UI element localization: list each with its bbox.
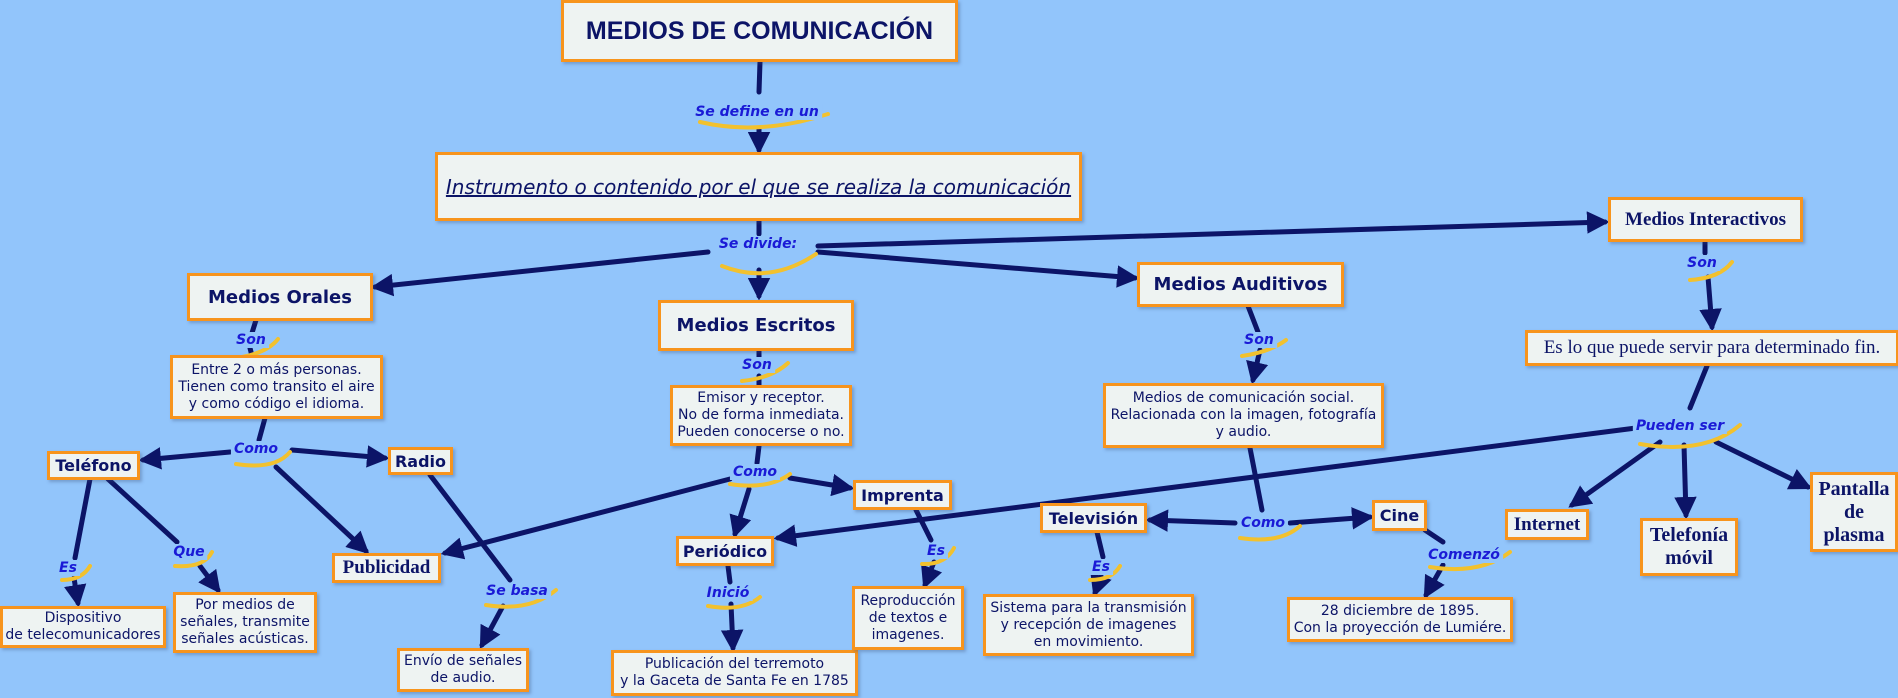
edge-divide-orales [370, 249, 711, 297]
arc-como-escritos [728, 472, 792, 488]
label-se-define: Se define en un [692, 104, 822, 120]
node-medios-auditivos: Medios Auditivos [1137, 262, 1344, 307]
edge-divide-interactivos [815, 211, 1610, 249]
label-son-auditivos: Son [1241, 332, 1277, 348]
edge-divide-auditivos [815, 249, 1140, 288]
label-como-orales: Como [230, 441, 282, 457]
edge-imprenta-es [913, 507, 934, 543]
node-cine: Cine [1372, 500, 1427, 531]
edge-como-television [1145, 509, 1238, 532]
edge-son-auditivos-desc [1246, 347, 1269, 385]
edge-como-cine [1287, 507, 1375, 530]
edge-como-publicidad-2 [440, 476, 733, 560]
edge-television-es [1094, 529, 1106, 560]
node-fecha: 28 diciembre de 1895. Con la proyección … [1287, 597, 1513, 642]
node-pantalla: Pantalla de plasma [1810, 472, 1898, 552]
arc-inicio [706, 595, 762, 610]
node-auditivos-desc: Medios de comunicación social. Relaciona… [1103, 383, 1384, 448]
node-senales: Por medios de señales, transmite señales… [173, 592, 317, 653]
edge-como-radio [289, 445, 390, 468]
edge-radio-sebasa [427, 472, 513, 583]
label-pueden-ser: Pueden ser [1632, 418, 1728, 434]
label-se-divide: Se divide: [715, 236, 801, 252]
arc-son-auditivos [1240, 338, 1288, 358]
label-comenzo: Comenzó [1425, 547, 1503, 563]
arc-como-auditivos [1238, 524, 1302, 542]
arc-es-television [1088, 564, 1122, 582]
edge-que-senales [197, 563, 221, 594]
node-definition: Instrumento o contenido por el que se re… [435, 152, 1082, 221]
arc-que-telefono [173, 550, 214, 569]
edge-title-define [756, 59, 763, 95]
edge-pueden-internet [1568, 439, 1663, 508]
edge-cine-comenzo [1422, 527, 1446, 545]
edge-como-periodico [729, 486, 752, 539]
edge-pueden-periodico [773, 425, 1639, 547]
edge-inicio-publicacion [720, 601, 744, 653]
node-periodico: Periódico [676, 536, 774, 566]
arc-comenzo [1428, 550, 1512, 572]
node-telefono: Teléfono [47, 451, 140, 480]
node-publicidad: Publicidad [332, 553, 441, 583]
arc-son-escritos [740, 361, 790, 383]
label-como-escritos: Como [729, 464, 781, 480]
edge-escritos-desc-como [754, 443, 762, 466]
edge-auditivos-son [1245, 303, 1261, 335]
edge-es-reproduccion [921, 559, 943, 590]
node-imprenta: Imprenta [853, 480, 952, 510]
edge-como-telefono [138, 447, 233, 470]
label-inicio: Inició [703, 585, 753, 601]
node-radio: Radio [388, 447, 453, 475]
arc-se-divide [720, 252, 818, 276]
label-es-telefono: Es [56, 560, 80, 576]
edge-telefono-es [72, 476, 93, 561]
node-medios-escritos: Medios Escritos [658, 300, 854, 351]
arc-como-orales [234, 450, 292, 468]
arc-es-imprenta [920, 546, 956, 567]
edge-interactivos-desc-pueden [1687, 363, 1710, 411]
node-television: Televisión [1040, 503, 1147, 533]
edge-pueden-telefonia [1674, 442, 1697, 520]
node-orales-desc: Entre 2 o más personas. Tienen como tran… [170, 355, 383, 419]
edge-es-dispositivo [64, 575, 87, 608]
edge-son-interactivos-desc [1699, 274, 1722, 332]
node-escritos-desc: Emisor y receptor. No de forma inmediata… [670, 385, 852, 446]
node-publicacion: Publicación del terremoto y la Gaceta de… [611, 650, 858, 696]
label-como-auditivos: Como [1237, 515, 1289, 531]
edge-periodico-inicio [725, 563, 733, 585]
arc-pueden-ser [1638, 423, 1742, 449]
arc-se-basa [484, 588, 558, 609]
node-internet: Internet [1505, 509, 1589, 540]
node-reproduccion: Reproducción de textos e imagenes. [852, 586, 964, 650]
edge-como-imprenta [787, 473, 855, 497]
label-se-basa: Se basa [483, 583, 551, 599]
node-interactivos-desc: Es lo que puede servir para determinado … [1525, 330, 1898, 366]
label-es-television: Es [1089, 559, 1113, 575]
arc-es-telefono [60, 564, 92, 582]
edge-como-publicidad [273, 464, 370, 555]
node-telefonia: Telefonía móvil [1640, 518, 1738, 576]
label-es-imprenta: Es [924, 543, 948, 559]
edge-pueden-pantalla [1713, 439, 1813, 490]
edge-sebasa-envio [479, 603, 506, 649]
edge-orales-desc-como [256, 415, 268, 443]
arc-son-interactivos [1688, 260, 1734, 282]
node-dispositivo: Dispositivo de telecomunicadores [0, 606, 166, 648]
node-sistema: Sistema para la transmisión y recepción … [983, 594, 1194, 656]
edge-orales-son [249, 317, 259, 336]
node-envio: Envío de señales de audio. [397, 648, 529, 692]
label-son-interactivos: Son [1684, 255, 1720, 271]
label-son-escritos: Son [739, 357, 775, 373]
label-que-telefono: Que [170, 544, 208, 560]
node-title: MEDIOS DE COMUNICACIÓN [561, 0, 958, 62]
node-medios-orales: Medios Orales [187, 273, 373, 321]
edge-telefono-que [105, 476, 180, 545]
node-medios-interactivos: Medios Interactivos [1608, 197, 1803, 242]
label-son-orales: Son [233, 332, 269, 348]
